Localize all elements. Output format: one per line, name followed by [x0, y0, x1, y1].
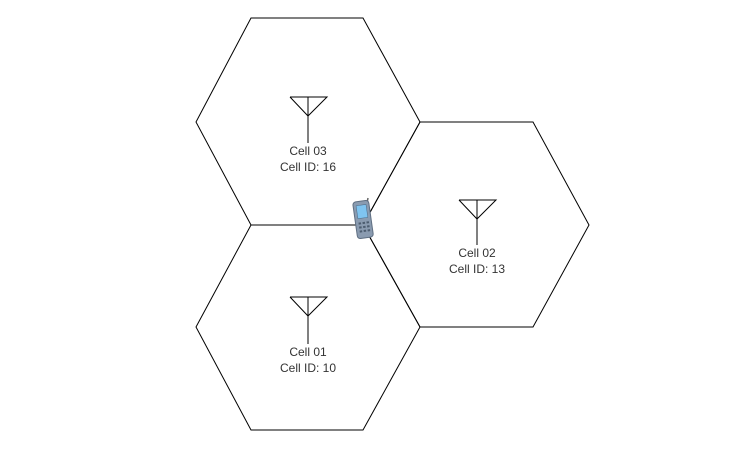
mobile-phone-icon[interactable] — [352, 197, 374, 240]
cell-02-id: Cell ID: 13 — [449, 262, 505, 276]
cell-03-name: Cell 03 — [289, 144, 327, 158]
cell-02-name: Cell 02 — [458, 246, 496, 260]
antenna-icon — [289, 296, 329, 344]
cell-03-id: Cell ID: 16 — [280, 160, 336, 174]
cell-02-hexagon[interactable] — [362, 121, 590, 328]
cell-01-name: Cell 01 — [289, 345, 327, 359]
antenna-icon — [458, 199, 498, 245]
cell-01-id: Cell ID: 10 — [280, 361, 336, 375]
antenna-icon — [289, 96, 329, 143]
